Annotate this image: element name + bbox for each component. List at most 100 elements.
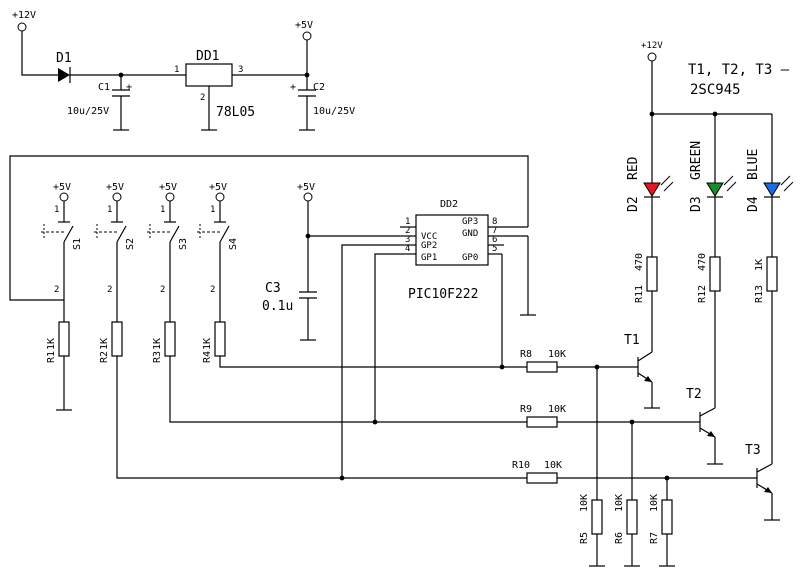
power-terminal-icon [165,192,175,202]
resistor-icon [164,321,176,357]
resistor-value: 1K [46,338,57,350]
led-supply-label: +12V [641,41,663,51]
driver-section: R8 10K T1 R9 10K T2 R10 10K [512,333,780,521]
pin-number: 5 [492,244,497,254]
pin-label: GP1 [421,253,437,263]
c1-value: 10u/25V [67,106,109,117]
transistor-note-line1: T1, T2, T3 – [688,62,790,78]
resistor-label: R10 [512,460,530,471]
resistor-label: R4 [202,351,213,363]
switch-pin-label: 2 [160,285,165,295]
c1-label: C1 [98,82,110,93]
resistor-icon [214,321,226,357]
switch-s3: +5V 1 2 S3 1K R3 [147,182,527,423]
transistor-note-line2: 2SC945 [690,82,741,98]
t2-label: T2 [686,387,702,402]
led-ref-label: D2 [626,196,641,212]
resistor-icon [766,256,778,292]
power-terminal-icon [59,192,69,202]
c3-value: 0.1u [262,299,293,314]
switch-pin-label: 2 [107,285,112,295]
svg-text:+: + [126,82,132,93]
resistor-label: R13 [754,285,765,303]
led-section: +12V D2 RED 470 R11 D3 GREEN 470 R12 [626,41,794,464]
pin-label: GND [462,229,478,239]
resistor-label: R2 [99,351,110,363]
resistor-value: 10K [544,460,562,471]
resistor-value: 470 [634,253,645,271]
resistor-label: R8 [520,349,532,360]
power-terminal-icon [112,192,122,202]
reg-pin2-label: 2 [200,93,205,103]
reg-out-label: +5V [295,20,313,31]
mcu-ref-label: DD2 [440,199,458,210]
c3-label: C3 [265,281,281,296]
mcu-supply-label: +5V [297,182,315,193]
regulator-part-label: 78L05 [216,105,255,120]
switch-supply-label: +5V [106,182,124,193]
switch-contact-icon [219,225,230,243]
switch-s1: +5V 1 2 S1 1K R1 [41,182,83,411]
pin-number: 4 [405,244,410,254]
switch-s4: +5V 1 2 S4 1K R4 [197,182,527,368]
switch-pin-label: 1 [210,205,215,215]
led-ref-label: D4 [746,196,761,212]
switch-supply-label: +5V [159,182,177,193]
switch-pin-label: 1 [54,205,59,215]
c2-label: C2 [313,82,325,93]
resistor-icon [58,321,70,357]
switch-pin-label: 2 [54,285,59,295]
switch-contact-icon [116,225,127,243]
led-red-icon [643,182,661,197]
resistor-label: R6 [614,532,625,544]
resistor-value: 10K [614,494,625,512]
resistor-value: 1K [754,259,765,271]
resistor-icon [646,256,658,292]
resistor-label: R1 [46,351,57,363]
svg-text:+: + [290,82,296,93]
switch-supply-label: +5V [53,182,71,193]
reg-pin3-label: 3 [238,65,243,75]
t3-label: T3 [745,443,761,458]
pin-number: 3 [405,235,410,245]
power-terminal-icon [302,31,312,41]
power-terminal-icon [215,192,225,202]
pin-label: VCC [421,232,437,242]
power-terminal-icon [17,22,27,32]
led-color-label: BLUE [746,149,761,180]
supply-input-label: +12V [12,10,36,21]
resistor-icon [591,499,603,535]
resistor-label: R11 [634,285,645,303]
pin-number: 8 [492,217,497,227]
dd1-label: DD1 [196,49,219,64]
pin-label: GP2 [421,241,437,251]
resistor-label: R3 [152,351,163,363]
led-color-label: GREEN [689,141,704,180]
resistor-value: 1K [202,338,213,350]
regulator-dd1 [185,63,233,87]
mcu-pic10f222: DD2 PIC10F222 1 2 3 4 VCC GP2 GP1 8 7 6 … [400,199,528,302]
power-supply-section: +12V D1 DD1 1 3 2 78L05 C1 10u/25V + +5V [12,10,355,131]
pin-number: 7 [492,226,497,236]
switch-supply-label: +5V [209,182,227,193]
resistor-label: R5 [579,532,590,544]
c2-value: 10u/25V [313,106,355,117]
resistor-label: R12 [697,285,708,303]
resistor-icon [661,499,673,535]
switch-label: S4 [228,238,239,250]
switch-pin-label: 1 [107,205,112,215]
resistor-value: 10K [579,494,590,512]
led-color-label: RED [626,156,641,180]
pin-number: 6 [492,235,497,245]
resistor-label: R9 [520,404,532,415]
mcu-part-label: PIC10F222 [408,287,478,302]
pulldown-section: 10K R5 10K R6 10K R7 [579,367,675,567]
resistor-label: R7 [649,532,660,544]
resistor-value: 10K [649,494,660,512]
resistor-icon [709,256,721,292]
switch-pin-label: 2 [210,285,215,295]
resistor-icon [526,472,558,484]
pin-label: GP3 [462,217,478,227]
resistor-value: 10K [548,404,566,415]
